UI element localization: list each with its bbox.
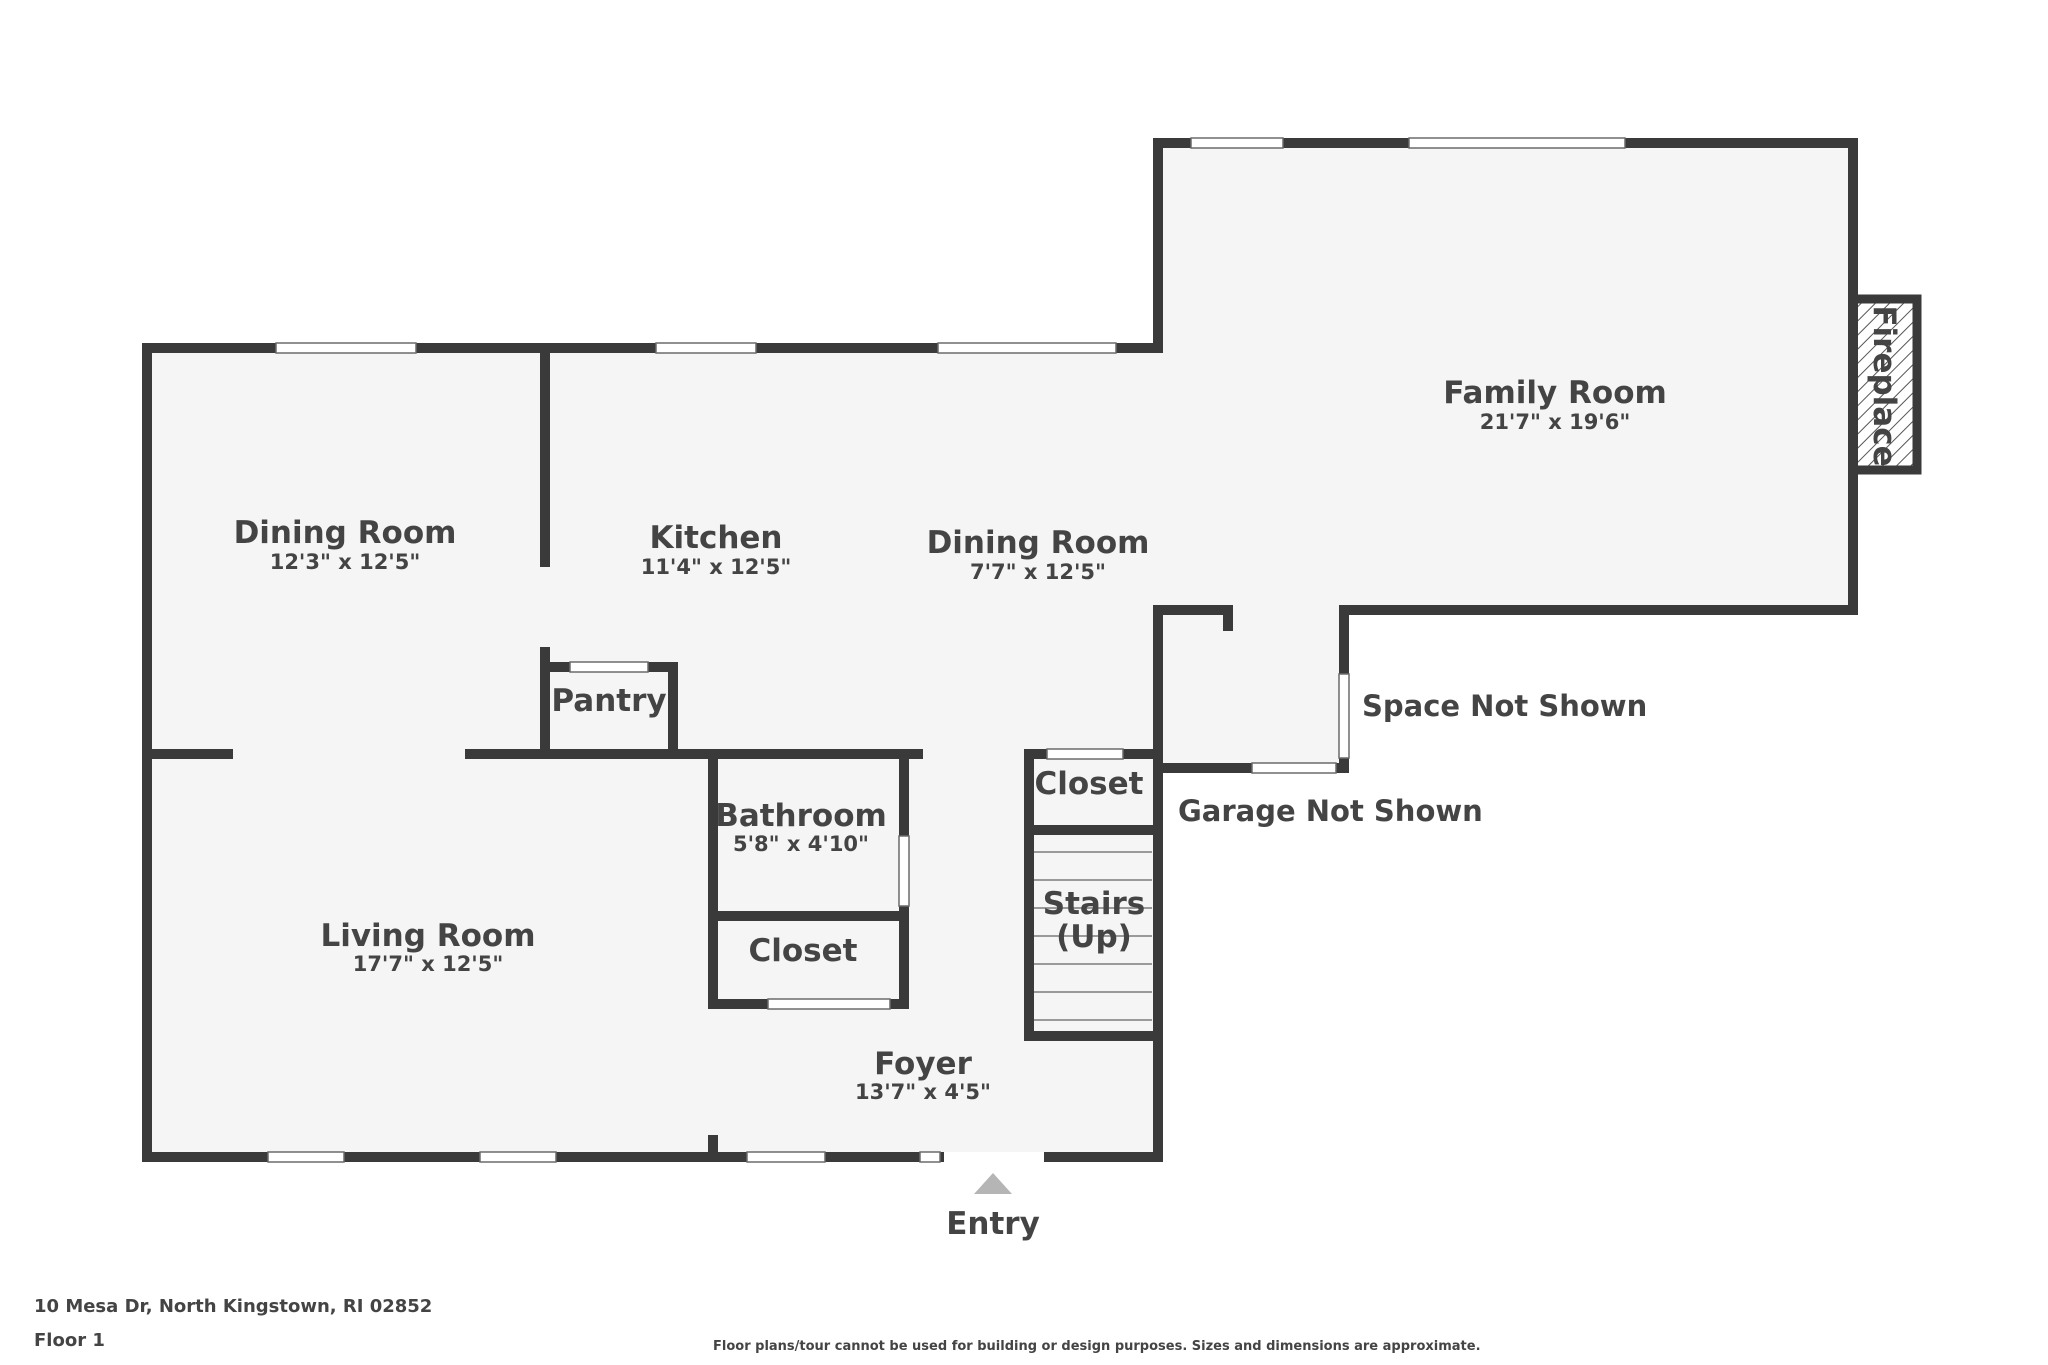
room-name-living: Living Room: [320, 918, 535, 954]
room-name-closet-bath: Closet: [749, 933, 858, 969]
floor-area: [147, 143, 1853, 1157]
windows: [267, 137, 1626, 1163]
garage-not-shown-label: Garage Not Shown: [1178, 794, 1483, 828]
room-dims-family: 21'7" x 19'6": [1480, 410, 1631, 434]
room-name-dining-left: Dining Room: [234, 515, 457, 551]
room-name-kitchen: Kitchen: [649, 520, 782, 556]
room-dims-foyer: 13'7" x 4'5": [855, 1080, 991, 1104]
room-dims-dining-left: 12'3" x 12'5": [270, 550, 421, 574]
room-dims-kitchen: 11'4" x 12'5": [641, 555, 792, 579]
entry-label: Entry: [946, 1206, 1040, 1242]
space-not-shown-label: Space Not Shown: [1362, 689, 1647, 723]
room-dims-living: 17'7" x 12'5": [353, 952, 504, 976]
room-dims-dining-center: 7'7" x 12'5": [970, 560, 1106, 584]
entry-arrow-icon: [974, 1173, 1012, 1194]
room-name-pantry: Pantry: [551, 683, 666, 719]
room-name-closet-stairs: Closet: [1035, 766, 1144, 802]
room-name-foyer: Foyer: [874, 1046, 972, 1082]
fireplace-label: Fireplace: [1866, 305, 1902, 466]
disclaimer-text: Floor plans/tour cannot be used for buil…: [713, 1339, 1481, 1354]
room-name-dining-center: Dining Room: [927, 525, 1150, 561]
address-text: 10 Mesa Dr, North Kingstown, RI 02852: [34, 1296, 433, 1317]
room-dims-bathroom: 5'8" x 4'10": [733, 832, 869, 856]
room-name-family: Family Room: [1443, 375, 1667, 411]
room-name-bathroom: Bathroom: [715, 798, 887, 834]
stairs-label-line1: Stairs: [1043, 886, 1145, 922]
stairs-label-line2: (Up): [1056, 919, 1132, 955]
floor-label: Floor 1: [34, 1330, 105, 1351]
stair-treads: [1033, 851, 1152, 1021]
